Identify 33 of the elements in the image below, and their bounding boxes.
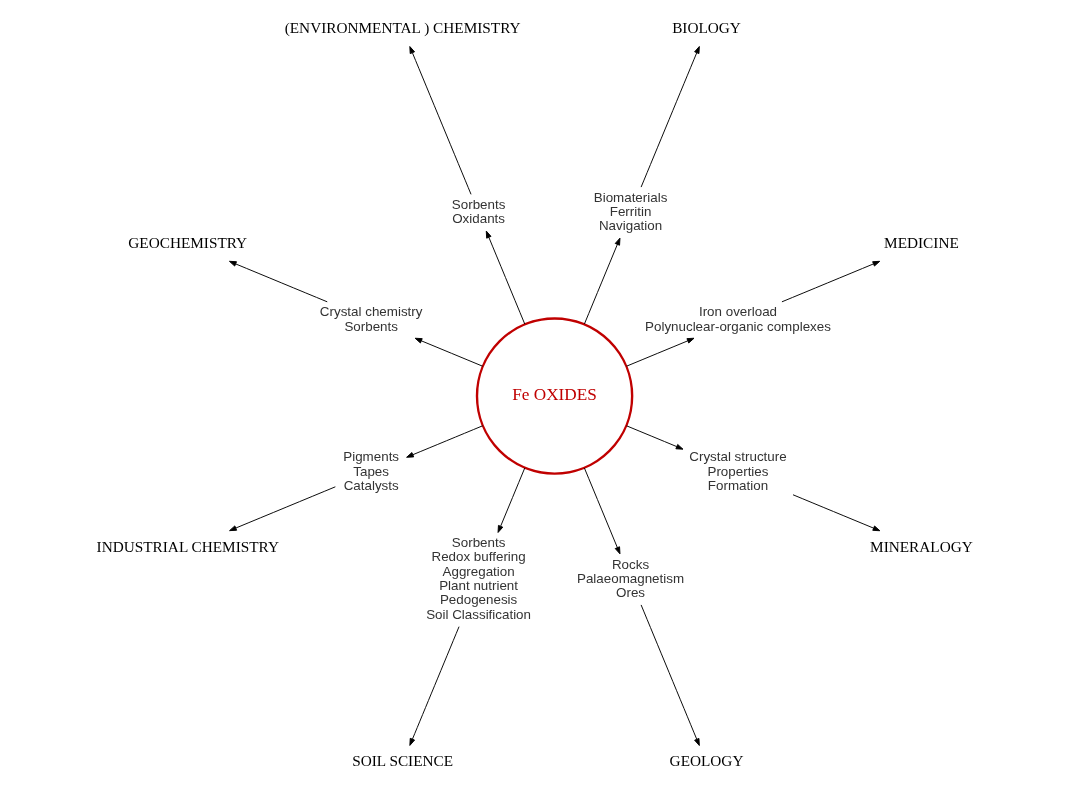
arrow bbox=[625, 425, 683, 450]
node-text: Iron overload Polynuclear-organic complexes bbox=[644, 304, 831, 334]
node-text: GEOCHEMISTRY bbox=[127, 233, 247, 251]
arrow bbox=[414, 337, 483, 367]
arrow bbox=[408, 46, 472, 195]
node-text: Sorbents Oxidants bbox=[451, 196, 505, 227]
arrow bbox=[228, 486, 336, 532]
node-text: INDUSTRIAL CHEMISTRY bbox=[96, 537, 279, 555]
node-text: GEOLOGY bbox=[669, 752, 743, 770]
node-text: MINERALOGY bbox=[869, 537, 973, 555]
node-circle: Fe OXIDES bbox=[475, 317, 633, 475]
arrow bbox=[497, 467, 525, 533]
node-text: Crystal structure Properties Formation bbox=[688, 449, 787, 493]
node-text: BIOLOGY bbox=[671, 18, 741, 36]
arrow bbox=[583, 467, 620, 555]
arrow bbox=[625, 337, 694, 367]
arrow bbox=[408, 626, 460, 746]
arrow bbox=[485, 230, 525, 325]
node-text: Biomaterials Ferritin Navigation bbox=[593, 189, 667, 234]
node-text: Sorbents Redox buffering Aggregation Plant nutrient Pedogenesis Soil Classification bbox=[425, 535, 531, 622]
arrow bbox=[780, 260, 880, 303]
arrow bbox=[228, 260, 328, 303]
node-text: Rocks Palaeomagnetism Ores bbox=[576, 556, 684, 601]
node-text: MEDICINE bbox=[883, 233, 959, 251]
arrow bbox=[640, 46, 700, 188]
node-text: SOIL SCIENCE bbox=[351, 752, 453, 770]
arrow bbox=[405, 425, 483, 458]
arrow bbox=[583, 237, 620, 325]
node-text: (ENVIRONMENTAL ) CHEMISTRY bbox=[284, 18, 521, 36]
arrow bbox=[640, 604, 700, 746]
node-text: Pigments Tapes Catalysts bbox=[342, 449, 399, 493]
arrow bbox=[792, 494, 880, 532]
node-text: Crystal chemistry Sorbents bbox=[319, 304, 422, 334]
